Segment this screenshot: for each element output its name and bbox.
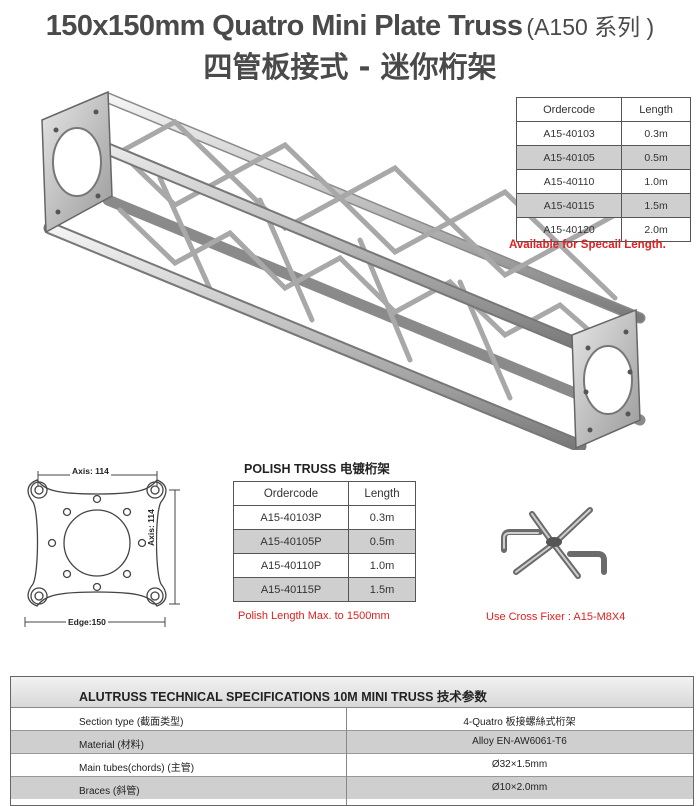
ordercode-cell: A15-40110 [515, 169, 623, 194]
spec-label: Braces (斜管) [79, 786, 140, 797]
polish-title: POLISH TRUSS 电镀桁架 [244, 462, 390, 476]
page-title: 150x150mm Quatro Mini Plate Truss(A150 系… [0, 8, 700, 43]
truss-illustration [41, 90, 646, 450]
axis-top-label: Axis: 114 [70, 466, 111, 476]
cross-fixer-image [501, 507, 607, 579]
table-row: Main tubes(chords) (主管) Ø32×1.5mm [11, 754, 693, 777]
col-length: Length [348, 481, 416, 506]
specs-header: ALUTRUSS TECHNICAL SPECIFICATIONS 10M MI… [11, 677, 693, 708]
column-divider [346, 707, 347, 805]
length-cell: 1.0m [348, 553, 416, 578]
fixer-note: Use Cross Fixer : A15-M8X4 [486, 611, 626, 623]
specs-title: ALUTRUSS TECHNICAL SPECIFICATIONS 10M MI… [79, 690, 487, 704]
title-main: 150x150mm Quatro Mini Plate Truss [45, 10, 523, 42]
ordercode-cell: A15-40103P [232, 505, 350, 530]
polish-note: Polish Length Max. to 1500mm [238, 610, 390, 622]
spec-label: Main tubes(chords) (主管) [79, 763, 195, 774]
spec-label: Material (材料) [79, 740, 145, 751]
length-cell: 1.5m [348, 577, 416, 602]
table-row: A15-40103 0.3m [515, 121, 691, 146]
ordercode-cell: A15-40120 [515, 217, 623, 242]
table-row: A15-40105 0.5m [515, 145, 691, 170]
table-row: Section type (截面类型) 4-Quatro 板接螺絲式桁架 [11, 708, 693, 731]
ordercode-cell: A15-40105P [232, 529, 350, 554]
ordercode-cell: A15-40110P [232, 553, 350, 578]
length-cell: 0.3m [621, 121, 691, 146]
length-cell: 0.3m [348, 505, 416, 530]
length-cell: 1.0m [621, 169, 691, 194]
spec-value: 4-Quatro 板接螺絲式桁架 [463, 717, 576, 728]
spec-value: Ø10×2.0mm [491, 782, 548, 793]
table-row: A15-40120 2.0m [515, 217, 691, 242]
spec-value: Alloy EN-AW6061-T6 [472, 736, 567, 747]
ordercode-cell: A15-40115 [515, 193, 623, 218]
table-row: Material (材料) Alloy EN-AW6061-T6 [11, 731, 693, 754]
tech-specs-table: ALUTRUSS TECHNICAL SPECIFICATIONS 10M MI… [10, 676, 694, 806]
length-cell: 0.5m [348, 529, 416, 554]
col-ordercode: Ordercode [515, 97, 623, 122]
table-row: A15-40115 1.5m [515, 193, 691, 218]
polish-table: Ordercode Length A15-40103P 0.3m A15-401… [232, 481, 416, 602]
col-ordercode: Ordercode [232, 481, 350, 506]
table-row: A15-40105P 0.5m [232, 529, 416, 554]
table-row: Braces (斜管) Ø10×2.0mm [11, 777, 693, 799]
page-subtitle: 四管板接式 - 迷你桁架 [203, 50, 497, 84]
length-cell: 0.5m [621, 145, 691, 170]
ordercode-cell: A15-40105 [515, 145, 623, 170]
spec-value: Ø32×1.5mm [491, 759, 548, 770]
spec-label: Section type (截面类型) [79, 717, 184, 728]
length-cell: 2.0m [621, 217, 691, 242]
length-table: Ordercode Length A15-40103 0.3m A15-4010… [515, 97, 691, 242]
table-row: A15-40103P 0.3m [232, 505, 416, 530]
col-length: Length [621, 97, 691, 122]
title-series: (A150 系列 ) [526, 14, 655, 40]
edge-label: Edge:150 [66, 617, 108, 627]
ordercode-cell: A15-40103 [515, 121, 623, 146]
table-row: A15-40115P 1.5m [232, 577, 416, 602]
table-row: A15-40110P 1.0m [232, 553, 416, 578]
table-row: A15-40110 1.0m [515, 169, 691, 194]
length-note: Available for Specail Length. [509, 239, 666, 251]
plate-drawing [24, 471, 180, 627]
ordercode-cell: A15-40115P [232, 577, 350, 602]
length-cell: 1.5m [621, 193, 691, 218]
axis-side-label: Axis: 114 [146, 507, 156, 548]
